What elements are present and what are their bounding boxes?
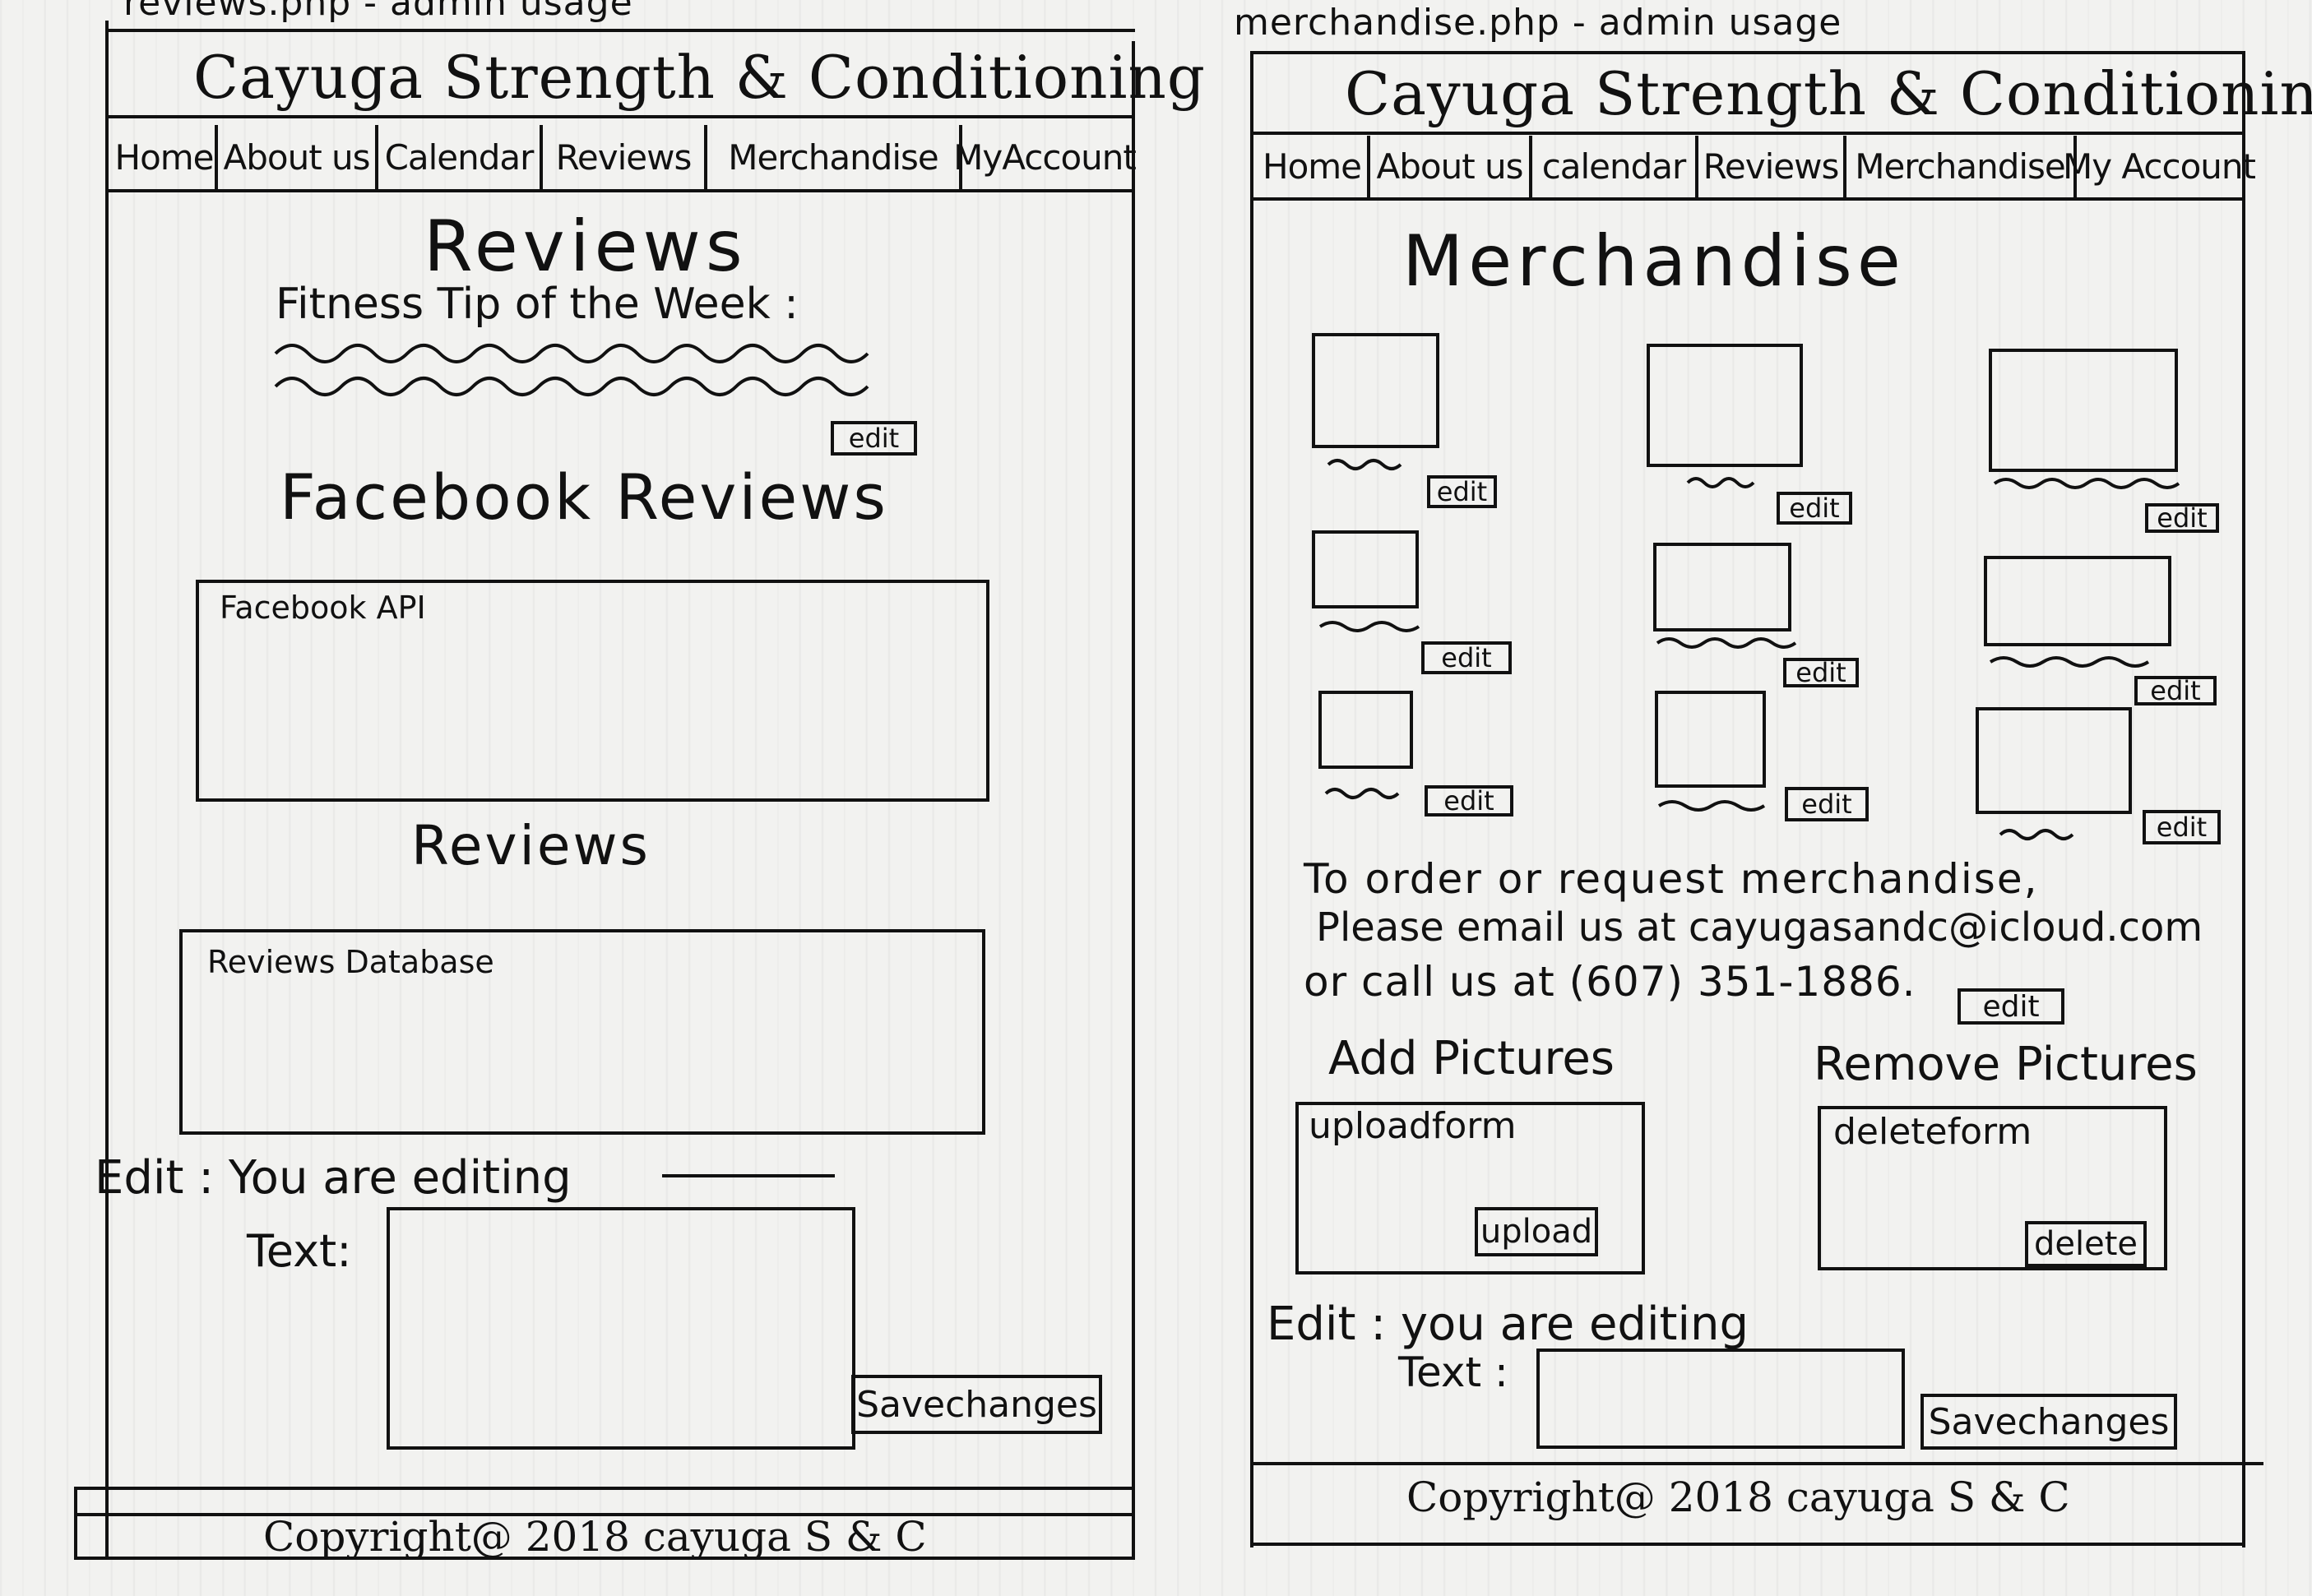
delete-form: deleteform [1818,1106,2167,1270]
nav-about-us[interactable]: About us [218,125,378,189]
reviews-database-box: Reviews Database [179,929,985,1135]
tip-text-placeholder [274,344,869,396]
merch-edit-button[interactable]: edit [2134,675,2217,706]
merch-caption-placeholder [1989,656,2150,668]
facebook-api-label: Facebook API [220,590,426,626]
merch-caption-placeholder [1327,459,1402,470]
facebook-api-box: Facebook API [196,580,989,802]
tip-edit-button[interactable]: edit [831,421,917,456]
merch-image [1647,344,1803,467]
merch-caption-placeholder [1656,637,1797,649]
merch-edit-button[interactable]: edit [1425,785,1513,817]
footer-divider [1250,1462,2263,1465]
delete-form-label: deleteform [1833,1111,2032,1153]
site-title: Cayuga Strength & Conditioning [193,43,1206,112]
text-label: Text: [247,1225,352,1277]
merch-image [1312,530,1419,608]
delete-button[interactable]: delete [2025,1221,2147,1267]
save-changes-button[interactable]: Savechanges [851,1375,1102,1434]
nav-my-account[interactable]: MyAccount [953,136,1137,178]
nav-merchandise[interactable]: Merchandise [707,125,962,189]
order-info-edit-button[interactable]: edit [1958,988,2064,1025]
merch-image [1976,707,2132,814]
nav-divider [1250,197,2245,201]
merch-caption-placeholder [1318,621,1420,632]
page-label: merchandise.php - admin usage [1234,2,1842,44]
edit-status-label: Edit : you are editing [1267,1298,1749,1351]
reviews-heading: Reviews [411,814,651,877]
footer-divider [74,1513,1135,1516]
merch-caption-placeholder [1657,800,1766,812]
save-changes-button[interactable]: Savechanges [1920,1394,2177,1450]
page-label: reviews.php - admin usage [123,0,633,24]
upload-button[interactable]: upload [1475,1207,1598,1256]
add-pictures-heading: Add Pictures [1328,1032,1615,1085]
header-divider [1250,132,2245,135]
nav-about-us[interactable]: About us [1370,136,1532,197]
nav-reviews[interactable]: Reviews [543,125,707,189]
frame-left-edge [105,21,109,1558]
merch-image [1655,691,1766,788]
merch-image [1318,691,1413,769]
reviews-database-label: Reviews Database [207,944,494,980]
site-title: Cayuga Strength & Conditioning [1345,59,2312,128]
footer-left-edge [74,1487,77,1559]
text-label: Text : [1398,1349,1508,1396]
facebook-heading: Facebook Reviews [280,460,889,534]
merch-caption-placeholder [1993,478,2180,489]
nav-home[interactable]: Home [1257,136,1370,197]
merch-edit-button[interactable]: edit [1427,475,1497,508]
merch-edit-button[interactable]: edit [2145,502,2219,534]
merch-edit-button[interactable]: edit [1785,787,1869,821]
nav-my-account[interactable]: My Account [2062,146,2256,187]
nav-divider [105,189,1135,192]
order-info-line1: To order or request merchandise, [1304,855,2039,903]
frame-bottom-edge [1250,1543,2245,1546]
page-heading: Reviews [424,206,748,288]
header-divider [105,115,1135,118]
merch-caption-placeholder [1999,829,2074,840]
merch-edit-button[interactable]: edit [1421,641,1512,674]
editing-target-blank [662,1174,835,1177]
merch-caption-placeholder [1686,477,1755,488]
nav-calendar[interactable]: calendar [1532,136,1698,197]
nav-merchandise[interactable]: Merchandise [1846,136,2077,197]
upload-form: uploadform [1295,1102,1645,1274]
edit-status-label: Edit : You are editing [95,1151,572,1205]
merch-edit-button[interactable]: edit [1777,492,1852,525]
order-info-line2: Please email us at cayugasandc@icloud.co… [1316,904,2203,951]
frame-top-edge [105,29,1135,32]
page-heading: Merchandise [1402,220,1906,303]
order-info-line3: or call us at (607) 351-1886. [1304,958,1916,1006]
footer-copyright: Copyright@ 2018 cayuga S & C [263,1513,927,1561]
merch-image [1989,349,2178,472]
footer-divider-top [74,1487,1135,1490]
upload-form-label: uploadform [1309,1105,1517,1147]
merch-edit-button[interactable]: edit [1783,657,1859,688]
main-nav: Home About us Calendar Reviews Merchandi… [114,125,1137,189]
edit-text-area[interactable] [387,1207,855,1450]
frame-right-edge [1132,41,1135,1558]
page-frame [1250,51,2245,1547]
footer-copyright: Copyright@ 2018 cayuga S & C [1406,1473,2070,1521]
merch-image [1984,556,2171,646]
merch-edit-button[interactable]: edit [2143,810,2221,844]
edit-text-area[interactable] [1536,1349,1905,1449]
tip-label: Fitness Tip of the Week : [276,280,799,329]
main-nav: Home About us calendar Reviews Merchandi… [1257,136,2256,197]
merch-image [1653,543,1791,631]
frame-bottom-edge [74,1557,1135,1560]
merch-image [1312,333,1439,448]
merch-caption-placeholder [1324,788,1400,799]
nav-home[interactable]: Home [114,125,218,189]
nav-reviews[interactable]: Reviews [1698,136,1846,197]
remove-pictures-heading: Remove Pictures [1814,1038,2198,1091]
nav-calendar[interactable]: Calendar [378,125,543,189]
